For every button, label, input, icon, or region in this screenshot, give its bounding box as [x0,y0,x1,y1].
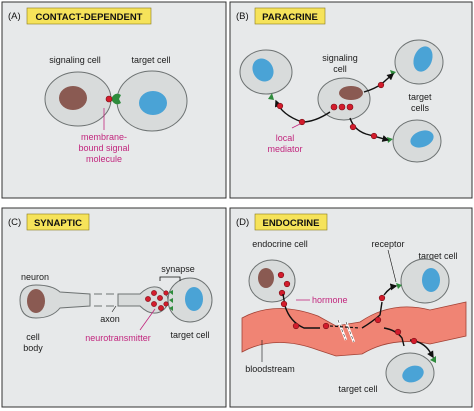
endocrine-target-top-label: target cell [418,251,457,261]
neurotransmitter-pointer [139,308,156,331]
panel-d-title-box [254,213,328,231]
paracrine-signaling-label-1: signaling [322,53,358,63]
panel-a-title-box [26,7,152,25]
hormone-dot [277,271,285,279]
mediator-dot [370,132,378,140]
neurotransmitter-dot [151,301,157,307]
signaling-cell-label: signaling cell [49,55,101,65]
endocrine-target-bottom-nucleus [402,365,424,383]
axon-pointer [111,305,117,313]
neurotransmitter-dot [145,296,151,302]
paracrine-arrow-bottom [349,117,390,142]
hormone-path-dashed [329,325,361,329]
panel-b-title-box [254,7,326,25]
target-cell-label: target cell [131,55,170,65]
mediator-dot [276,102,284,110]
synapse-label: synapse [161,264,195,274]
panel-a-letter: (A) [8,11,21,22]
signal-label-line3: molecule [86,154,122,164]
neuron-label: neuron [21,272,49,282]
hormone-dot [378,294,386,302]
mediator-dot [346,103,354,111]
panel-b-title: PARACRINE [262,12,318,23]
panel-d-background [229,207,473,408]
neurotransmitter-dot [158,305,164,311]
neuron-nucleus [27,289,45,313]
hormone-dot [283,280,291,288]
target-cell-nucleus [139,91,167,115]
neurotransmitter-dot [151,290,157,296]
hormone-dot [322,322,330,330]
mediator-dot [330,103,338,111]
neurotransmitter-label: neurotransmitter [85,333,151,343]
paracrine-arrow-left [274,99,303,123]
local-mediator-label-1: local [276,133,295,143]
neurotransmitter-dot [163,301,169,307]
receptor-shape [111,93,121,105]
membrane-bound-signal-dot [105,95,113,103]
signal-label-line2: bound signal [78,143,129,153]
mediator-dot [338,103,346,111]
panel-b-letter: (B) [236,11,249,22]
local-mediator-label-2: mediator [267,144,302,154]
paracrine-target-cell-left-nucleus [252,58,274,82]
synapse-bracket [159,276,181,281]
paracrine-target-cells-label-1: target [408,92,432,102]
cell-body-label-1: cell [26,332,40,342]
panel-contact-dependent: (A) CONTACT-DEPENDENT signaling cell tar… [1,1,227,199]
panel-paracrine: (B) PARACRINE signaling cell [229,1,473,199]
endocrine-nucleus [258,268,274,288]
hormone-dot [280,300,288,308]
neurotransmitter-dot [157,295,163,301]
panel-endocrine: (D) ENDOCRINE endocrine cell receptor ta… [229,207,473,408]
endocrine-receptor-bottom [430,356,436,363]
panel-c-letter: (C) [8,217,21,228]
receptor-label: receptor [371,239,404,249]
synaptic-receptors [169,290,173,311]
panel-c-title: SYNAPTIC [34,218,82,229]
hormone-dot [410,337,418,345]
hormone-path-2 [361,301,383,329]
hormone-dot [374,316,382,324]
paracrine-signaling-label-2: cell [333,64,347,74]
panel-d-letter: (D) [236,217,249,228]
hormone-label: hormone [312,295,348,305]
synaptic-target-nucleus [185,287,203,311]
paracrine-target-cell-top-nucleus [413,46,433,72]
endocrine-target-top-nucleus [422,268,440,292]
panel-synaptic: (C) SYNAPTIC neuron synapse axon cell bo… [1,207,227,408]
hormone-dot [278,289,286,297]
paracrine-target-cell-bottom-nucleus [410,130,434,148]
signal-label-line1: membrane- [81,132,127,142]
bloodstream-vessel [241,301,467,357]
panel-a-title: CONTACT-DEPENDENT [36,12,143,23]
mediator-dot [298,118,306,126]
paracrine-arrow-top [363,73,395,93]
panel-d-title: ENDOCRINE [262,218,319,229]
panel-c-title-box [26,213,90,231]
paracrine-signaling-cell [317,77,371,121]
endocrine-cell-label: endocrine cell [252,239,308,249]
endocrine-receptor-top [396,283,402,289]
endocrine-target-bottom-label: target cell [338,384,377,394]
bloodstream-label: bloodstream [245,364,295,374]
synaptic-target-cell-label: target cell [170,330,209,340]
mediator-pointer [291,123,301,129]
receptor-pointer [387,249,397,283]
hormone-arrow-top [383,283,398,296]
hormone-dot [292,322,300,330]
neurotransmitter-dot [163,290,169,296]
signaling-cell-nucleus [59,86,87,110]
cell-body-label-2: body [23,343,43,353]
mediator-dot [377,81,385,89]
paracrine-signaling-nucleus [339,86,363,100]
axon-label: axon [100,314,120,324]
vessel-break-outline [337,319,355,343]
mediator-dot [349,123,357,131]
paracrine-target-cells-label-2: cells [411,103,430,113]
paracrine-receptor-left [268,93,274,100]
hormone-dot [394,328,402,336]
